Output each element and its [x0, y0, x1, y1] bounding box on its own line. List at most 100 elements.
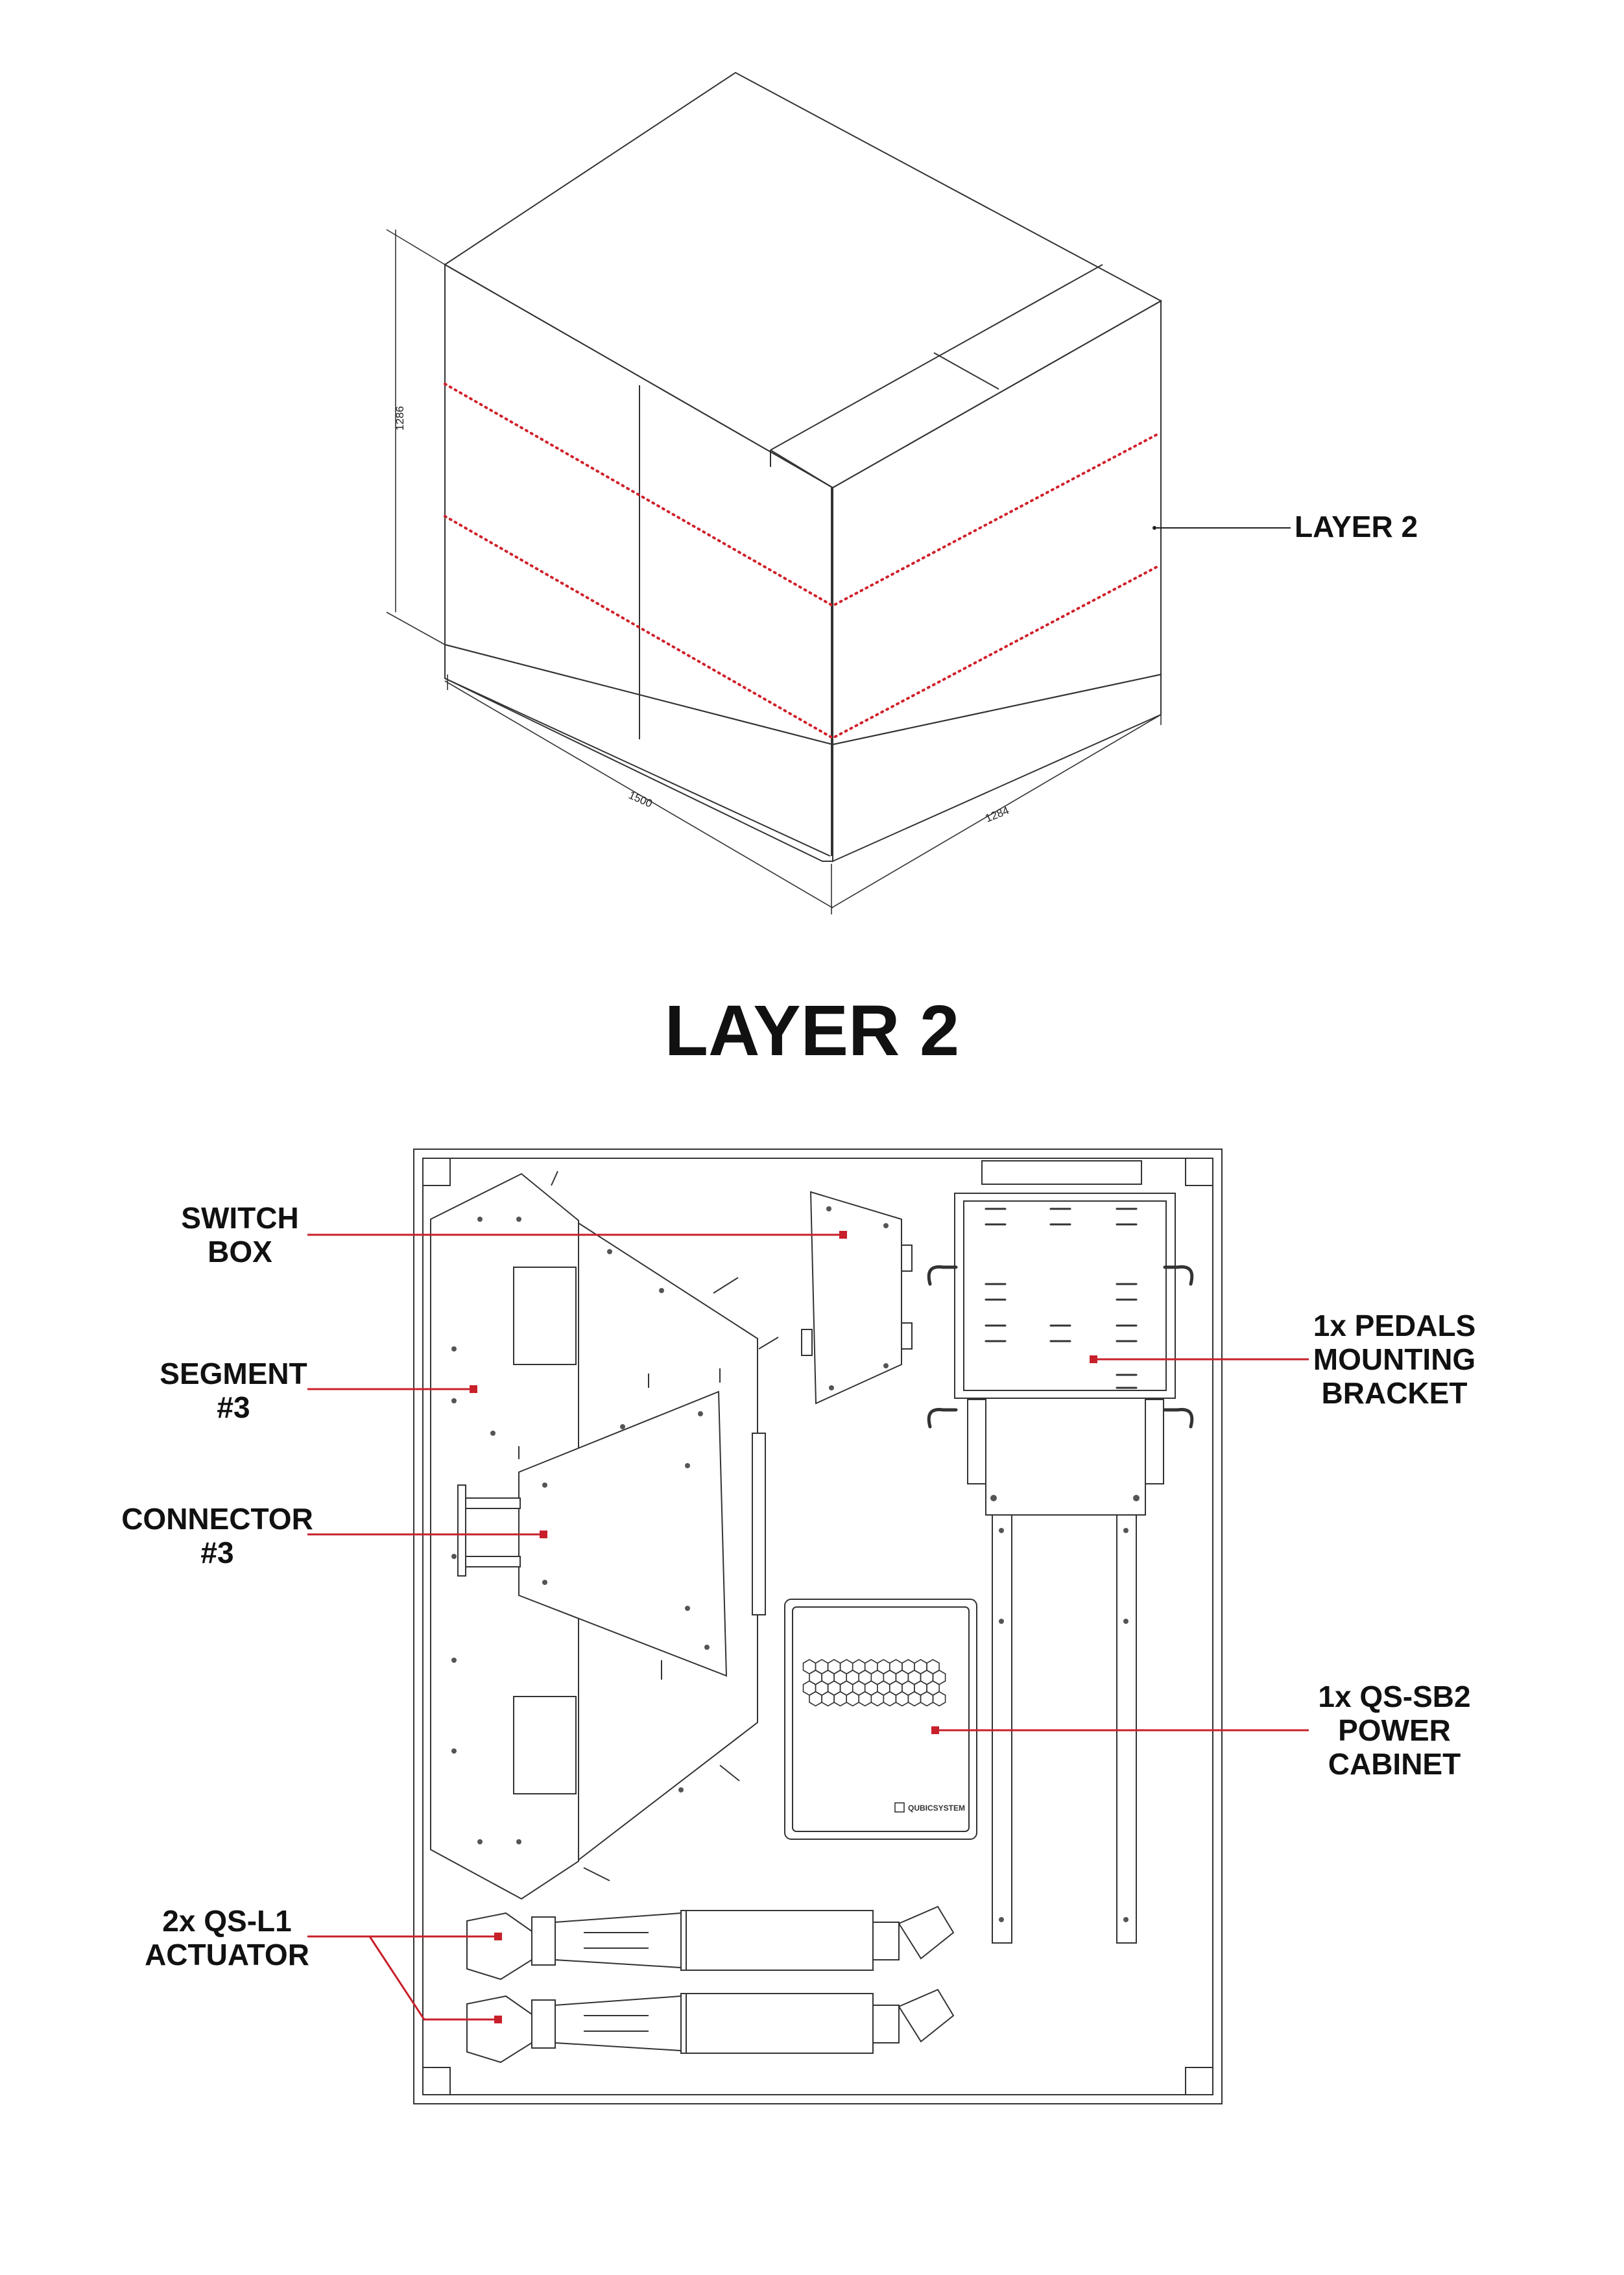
corner-block-bl — [422, 2067, 451, 2095]
segment-pin-b — [758, 1337, 779, 1350]
bracket-slots — [985, 1208, 1138, 1389]
callout-actuator-line1: 2x QS-L1 — [162, 1904, 292, 1938]
section-title: LAYER 2 — [664, 991, 960, 1071]
layer-line-lower — [444, 515, 1158, 740]
switch-box-plate — [809, 1191, 902, 1405]
switch-box-port-a — [901, 1245, 913, 1272]
iso-callout-text: LAYER 2 — [1295, 510, 1418, 543]
segment-holes — [451, 1217, 684, 1844]
connector-tab-top — [464, 1497, 521, 1509]
segment-pin-e — [551, 1171, 558, 1186]
actuator-details — [584, 1911, 687, 2053]
callout-connector-line2: #3 — [200, 1536, 234, 1569]
segment-pin-a — [713, 1277, 739, 1294]
callout-connector-line1: CONNECTOR — [121, 1502, 313, 1536]
frame-inner — [422, 1158, 1213, 2095]
vent-hex — [932, 1691, 946, 1707]
dimension-lines — [386, 229, 1162, 914]
actuator-upper — [466, 1905, 955, 1981]
callout-segment: SEGMENT #3 — [143, 1357, 324, 1424]
crate-top — [444, 71, 1163, 489]
callout-power-line2: POWER — [1338, 1713, 1451, 1747]
bracket-handles — [927, 1265, 1194, 1429]
callout-actuator: 2x QS-L1 ACTUATOR — [130, 1904, 324, 1971]
pallet-left — [444, 643, 833, 862]
actuator-lower-motor — [555, 1995, 682, 2052]
actuator-upper-body — [680, 1910, 874, 1971]
actuator-lower — [466, 1988, 955, 2064]
cabinet-logo: QUBICSYSTEM — [894, 1802, 965, 1813]
connector-flange — [457, 1484, 466, 1577]
actuator-lower-end — [872, 2005, 900, 2043]
bracket-lower-plate — [985, 1398, 1146, 1516]
layer2-leader-dot — [1152, 526, 1156, 530]
height-ext-bottom — [386, 612, 446, 645]
callout-switch-box-line2: BOX — [208, 1235, 272, 1269]
width-dim-line — [831, 714, 1162, 909]
corner-block-tr — [1185, 1158, 1213, 1186]
width-dim-text: 1284 — [983, 804, 1010, 825]
layer-markers — [444, 383, 1158, 740]
switch-box — [801, 1191, 913, 1405]
bracket-holes — [990, 1495, 1140, 1922]
actuator-upper-mount — [466, 1912, 532, 1981]
actuator-upper-motor — [555, 1912, 682, 1969]
leader-endpoints — [470, 1231, 1097, 2023]
bracket-slide-right — [1116, 1514, 1137, 1944]
bracket-rail-right — [1145, 1399, 1164, 1484]
corner-block-br — [1185, 2067, 1213, 2095]
connector-holes — [542, 1411, 710, 1650]
height-dim-text: 1286 — [394, 406, 406, 431]
cabinet-logo-text: QUBICSYSTEM — [908, 1804, 965, 1813]
segment-pin-d — [583, 1867, 610, 1881]
callout-pedals-bracket: 1x PEDALS MOUNTING BRACKET — [1297, 1309, 1492, 1410]
callout-pedals-line3: BRACKET — [1321, 1376, 1468, 1410]
segment-3 — [430, 1171, 779, 1900]
bracket-slide-left — [992, 1514, 1012, 1944]
connector-3 — [457, 1368, 766, 1680]
segment-pad-bottom — [513, 1696, 577, 1794]
bracket-plate-inner — [963, 1200, 1167, 1391]
actuator-upper-end — [872, 1922, 900, 1960]
cabinet-face — [792, 1606, 970, 1832]
corner-block-tl — [422, 1158, 451, 1186]
bracket-rail-left — [967, 1399, 986, 1484]
top-seam — [770, 264, 1103, 451]
callout-segment-line1: SEGMENT — [160, 1357, 307, 1390]
layer-line-upper — [444, 383, 1158, 608]
switch-box-port-b — [901, 1322, 913, 1350]
pallet-right — [832, 673, 1162, 863]
bracket-top-bar — [981, 1160, 1142, 1185]
segment-pin-c — [719, 1765, 740, 1781]
pallet-line — [444, 678, 831, 857]
actuator-upper-clevis — [531, 1916, 556, 1966]
callout-segment-line2: #3 — [217, 1390, 250, 1424]
crate-right-face — [832, 300, 1162, 746]
plan-frame — [413, 1149, 1223, 2104]
leader-actuator-lower — [368, 1936, 498, 2021]
actuator-lower-body — [680, 1993, 874, 2054]
callout-connector: CONNECTOR #3 — [110, 1502, 324, 1569]
top-box-divider — [933, 352, 999, 390]
actuator-upper-rod-end — [898, 1905, 955, 1960]
frame-outer — [413, 1149, 1223, 2104]
callout-power-line1: 1x QS-SB2 — [1318, 1680, 1471, 1713]
cabinet-logo-icon — [894, 1802, 905, 1813]
callout-power-cabinet: 1x QS-SB2 POWER CABINET — [1297, 1680, 1492, 1781]
callout-switch-box: SWITCH BOX — [156, 1201, 324, 1269]
cabinet-vent-grille — [802, 1659, 946, 1707]
callout-switch-box-line1: SWITCH — [181, 1201, 299, 1235]
actuator-lower-clevis — [531, 1999, 556, 2049]
plan-leaders — [307, 1233, 1309, 2021]
length-dim-line — [444, 680, 833, 909]
callout-actuator-line2: ACTUATOR — [145, 1938, 309, 1971]
callout-power-line3: CABINET — [1328, 1747, 1461, 1781]
iso-callout-layer-2: LAYER 2 — [1295, 510, 1418, 543]
callout-pedals-line2: MOUNTING — [1313, 1342, 1476, 1376]
callout-pedals-line1: 1x PEDALS — [1313, 1309, 1476, 1342]
pedals-bracket — [954, 1160, 1176, 1944]
height-ext-top — [386, 229, 446, 265]
switch-box-tab — [801, 1329, 813, 1356]
